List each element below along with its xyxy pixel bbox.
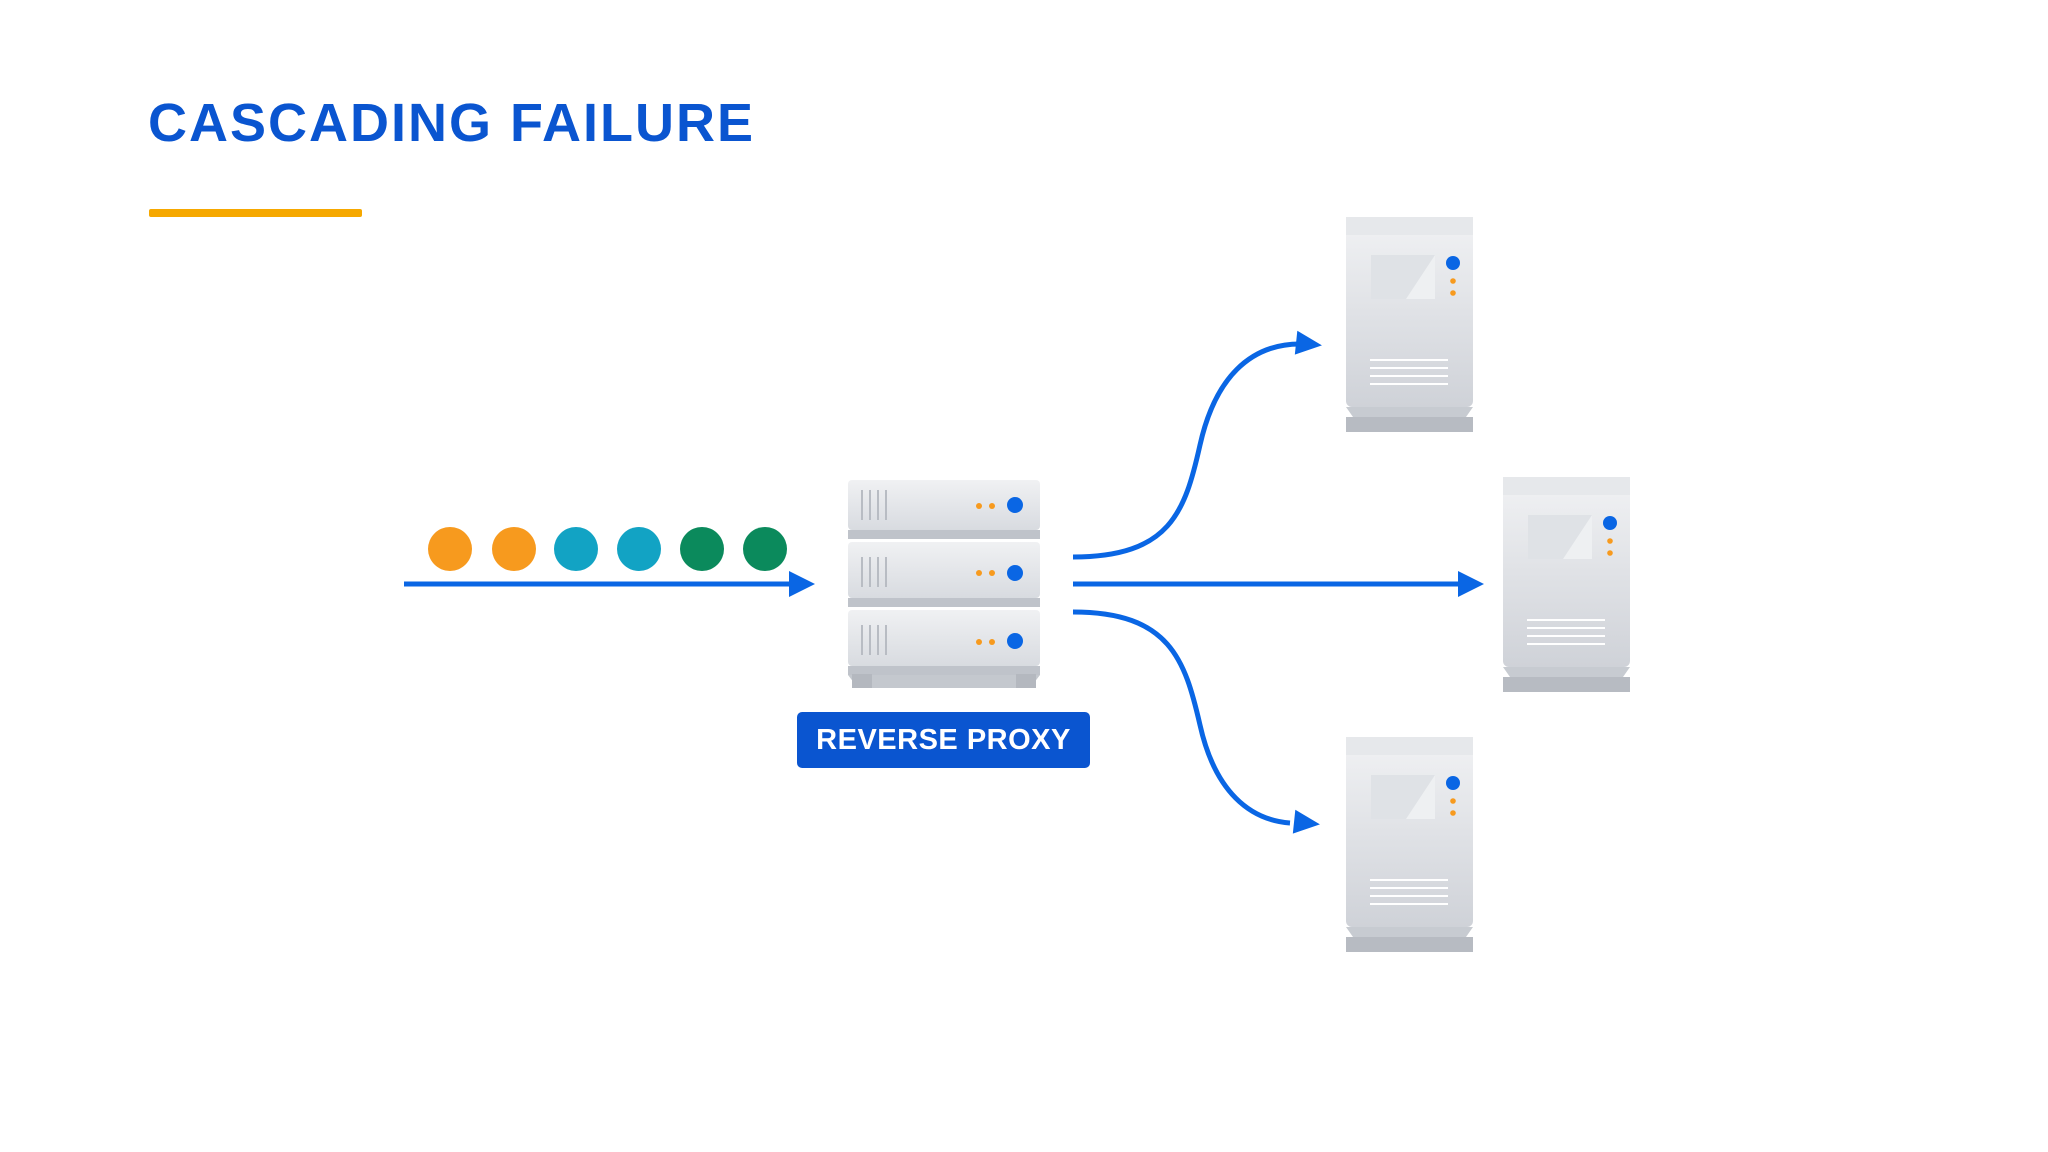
route-arrow-top [1072, 330, 1322, 560]
request-dot [617, 527, 661, 571]
request-dot [743, 527, 787, 571]
page-title: CASCADING FAILURE [148, 93, 756, 153]
request-queue [428, 527, 787, 571]
request-dot [492, 527, 536, 571]
request-dot [428, 527, 472, 571]
rack-server-icon [848, 480, 1040, 688]
incoming-arrow [404, 571, 815, 597]
route-arrow-bottom [1072, 609, 1320, 834]
title-underline [149, 209, 362, 217]
tower-server-icon [1346, 217, 1473, 432]
request-dot [554, 527, 598, 571]
request-dot [680, 527, 724, 571]
tower-server-icon [1346, 737, 1473, 952]
tower-server-icon [1503, 477, 1630, 692]
route-arrow-middle [1073, 571, 1484, 597]
reverse-proxy-label: REVERSE PROXY [797, 712, 1090, 768]
